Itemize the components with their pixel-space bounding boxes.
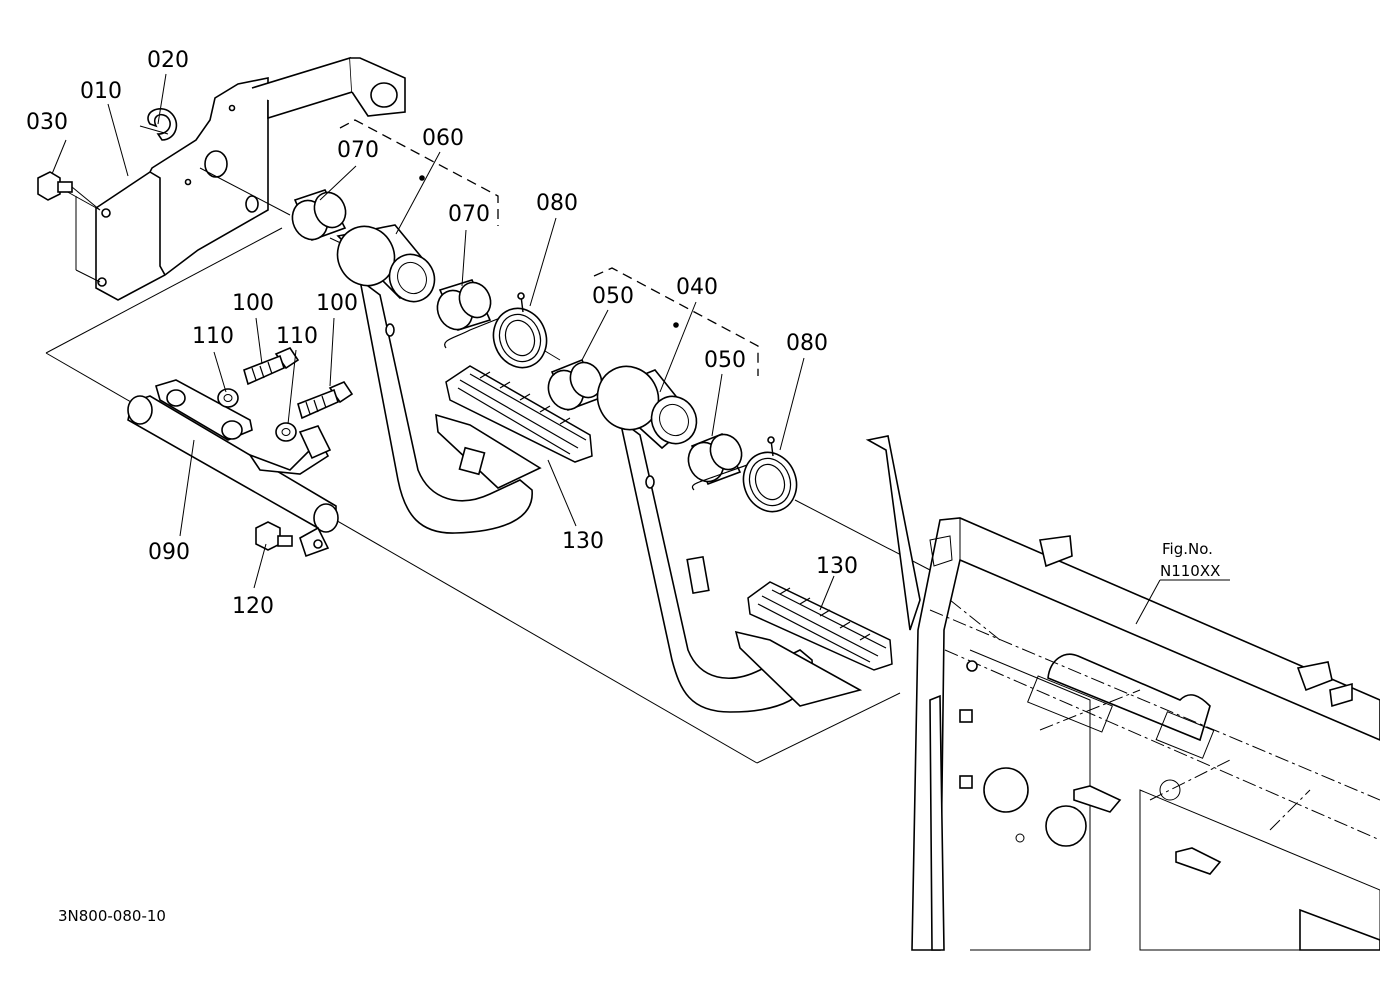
bushing-070-right <box>436 279 492 331</box>
bolt-030 <box>37 171 101 211</box>
label-090: 090 <box>148 540 190 565</box>
label-030: 030 <box>26 110 68 135</box>
snap-ring-020 <box>139 108 178 141</box>
label-110-a: 110 <box>192 324 234 349</box>
spring-080-lower <box>691 436 798 513</box>
pedal-040 <box>596 365 863 713</box>
label-050-b: 050 <box>704 348 746 373</box>
pedal-060 <box>336 224 542 534</box>
label-010: 010 <box>80 79 122 104</box>
leader-lines <box>51 73 1230 625</box>
tread-130-upper <box>445 365 593 463</box>
label-120: 120 <box>232 594 274 619</box>
bolt-100-b <box>297 381 354 420</box>
label-100-a: 100 <box>232 291 274 316</box>
label-110-b: 110 <box>276 324 318 349</box>
label-130-b: 130 <box>816 554 858 579</box>
nut-110-b <box>275 422 297 442</box>
label-020: 020 <box>147 48 189 73</box>
tread-130-lower <box>747 581 893 671</box>
frame-structure <box>865 435 1380 951</box>
group-040-bracket <box>593 267 759 376</box>
fig-ref-label: Fig.No. <box>1162 540 1213 558</box>
nut-110-a <box>217 388 239 408</box>
label-070-a: 070 <box>337 138 379 163</box>
label-040: 040 <box>676 275 718 300</box>
bolt-120 <box>255 521 293 551</box>
stay-090 <box>127 379 339 558</box>
spring-080-upper <box>444 292 548 369</box>
drawing-code: 3N800-080-10 <box>58 907 166 925</box>
group-060-bracket <box>339 119 499 226</box>
bushing-050-right <box>687 432 743 486</box>
bolt-100-a <box>243 347 300 386</box>
bracket-010 <box>63 56 406 301</box>
label-100-b: 100 <box>316 291 358 316</box>
label-080-a: 080 <box>536 191 578 216</box>
bushing-050-left <box>547 358 603 412</box>
label-050-a: 050 <box>592 284 634 309</box>
label-130-a: 130 <box>562 529 604 554</box>
label-070-b: 070 <box>448 202 490 227</box>
label-060: 060 <box>422 126 464 151</box>
bushing-070-left <box>291 189 347 242</box>
label-080-b: 080 <box>786 331 828 356</box>
fig-ref-number: N110XX <box>1160 562 1220 580</box>
